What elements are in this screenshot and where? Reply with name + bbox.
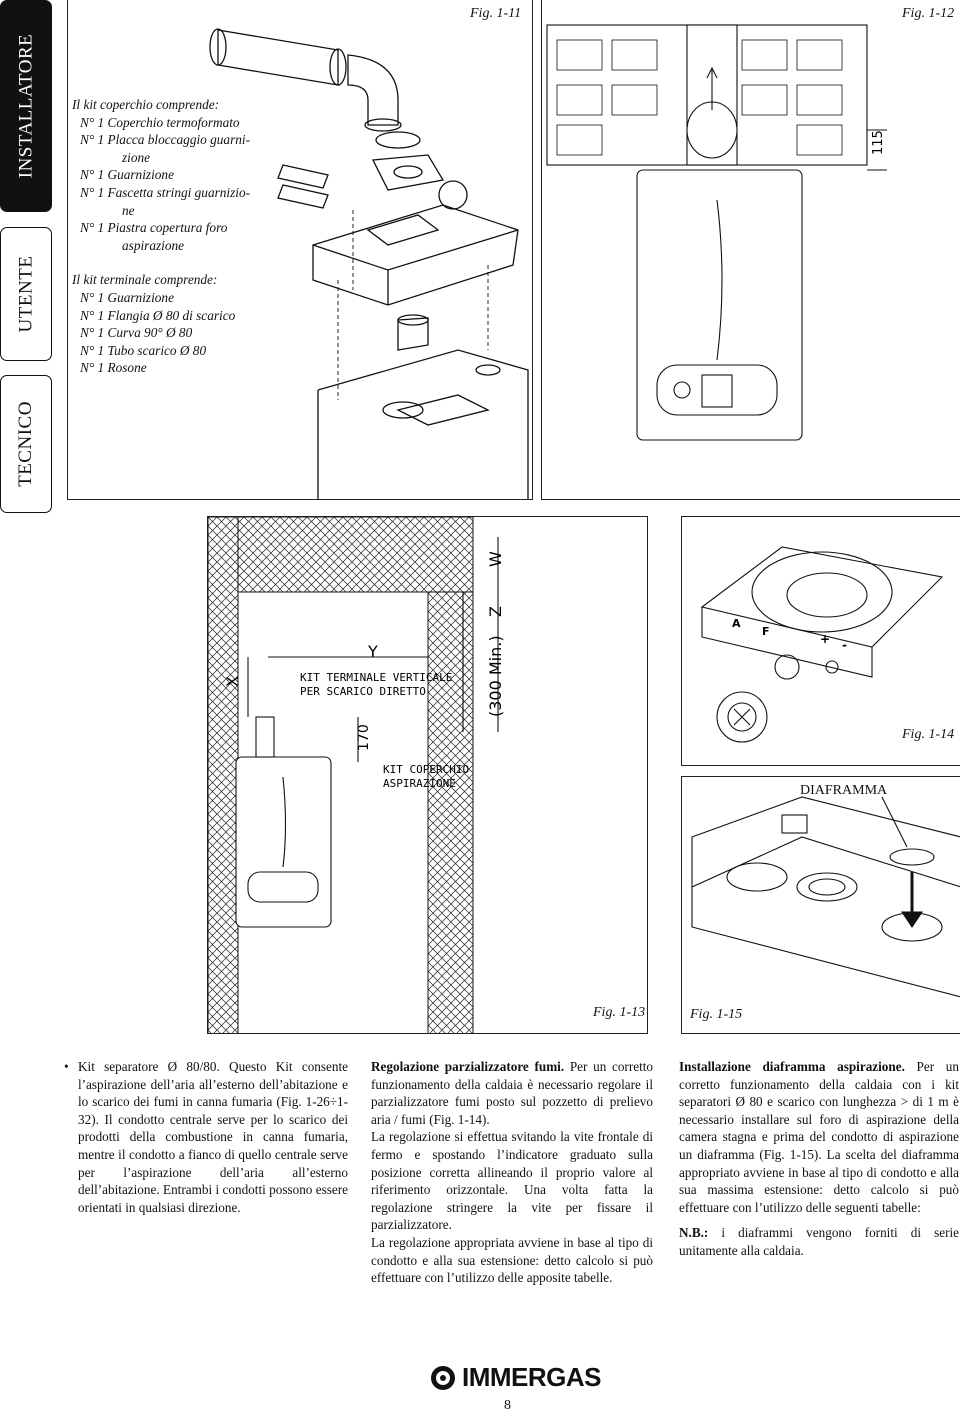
diaframma-text-1: Per un corretto funzionamento della cald… (679, 1059, 959, 1215)
kit-terminale-item: N° 1 Rosone (80, 360, 147, 376)
fig-1-11-caption: Fig. 1-11 (470, 6, 522, 21)
nb-text: i diaframmi vengono forniti di serie uni… (679, 1225, 959, 1258)
fig-1-15-caption: Fig. 1-15 (690, 1007, 743, 1022)
kit-coperchio-item: N° 1 Fascetta stringi guarnizio- (80, 184, 251, 200)
fig-1-13-z: Z (486, 606, 505, 617)
kit-coperchio-item: N° 1 Placca bloccaggio guarni- (80, 132, 251, 148)
regolazione-paragraph-1: Regolazione parzializzatore fumi. Per un… (371, 1058, 653, 1128)
fig-1-14-label-f: F (762, 625, 770, 638)
fig-1-11-drawing (209, 28, 529, 499)
column-regolazione: Regolazione parzializzatore fumi. Per un… (371, 1058, 653, 1287)
figure-1-11 (67, 0, 533, 500)
kit-coperchio-item: N° 1 Piastra copertura foro (80, 220, 228, 236)
fig-1-12-caption: Fig. 1-12 (902, 6, 955, 21)
fig-1-14-label-a: A (732, 617, 741, 630)
fig-1-13-kit-coperchio-1: KIT COPERCHIO (383, 763, 469, 776)
tab-tecnico[interactable]: TECNICO (0, 375, 52, 513)
immergas-logo: IMMERGAS (430, 1362, 602, 1393)
fig-1-14-caption: Fig. 1-14 (902, 727, 955, 742)
kit-coperchio-title: Il kit coperchio comprende: (72, 97, 220, 112)
page-number: 8 (504, 1398, 511, 1413)
kit-coperchio-item: zione (122, 149, 151, 165)
fig-1-14-label-minus: - (842, 638, 847, 652)
figure-1-12: 115 Fig. 1-12 (541, 0, 960, 500)
figure-1-15: DIAFRAMMA Fig. 1-15 (681, 776, 960, 1034)
regolazione-text-1: Per un corretto funzionamento della cald… (371, 1059, 653, 1127)
kit-contents-list: Il kit coperchio comprende: N° 1 Coperch… (72, 96, 282, 377)
fig-1-15-drawing (691, 796, 960, 998)
tab-utente[interactable]: UTENTE (0, 227, 52, 361)
fig-1-12-dimension: 115 (871, 130, 886, 155)
diaframma-nb: N.B.: i diaframmi vengono forniti di ser… (679, 1224, 959, 1259)
regolazione-paragraph-3: La regolazione appropriata avviene in ba… (371, 1234, 653, 1286)
tab-utente-label: UTENTE (15, 255, 36, 333)
figure-1-13: X Y W Z (300 Min.) 170 KIT TERMINALE VER… (207, 516, 648, 1034)
diaframma-paragraph-1: Installazione diaframma aspirazione. Per… (679, 1058, 959, 1216)
diaframma-title: Installazione diaframma aspirazione. (679, 1059, 905, 1074)
tab-installatore[interactable]: INSTALLATORE (0, 0, 52, 212)
kit-separatore-paragraph: Kit separatore Ø 80/80. Questo Kit conse… (64, 1058, 348, 1216)
fig-1-15-diaframma-label: DIAFRAMMA (800, 783, 888, 798)
column-kit-separatore: Kit separatore Ø 80/80. Questo Kit conse… (64, 1058, 348, 1216)
fig-1-13-min: (300 Min.) (486, 635, 505, 717)
kit-coperchio-item: aspirazione (122, 237, 185, 253)
immergas-logo-icon (431, 1365, 455, 1390)
kit-terminale-title: Il kit terminale comprende: (72, 272, 218, 288)
fig-1-13-kit-coperchio-2: ASPIRAZIONE (383, 777, 456, 790)
figure-1-14: A F + - Fig. 1-14 (681, 516, 960, 766)
fig-1-13-w: W (486, 551, 505, 567)
kit-coperchio-item: N° 1 Guarnizione (80, 167, 174, 183)
kit-terminale-item: N° 1 Guarnizione (80, 289, 174, 305)
column-diaframma: Installazione diaframma aspirazione. Per… (679, 1058, 959, 1260)
fig-1-13-170: 170 (356, 724, 372, 751)
kit-terminale-item: N° 1 Curva 90° Ø 80 (80, 325, 193, 341)
fig-1-13-drawing: X Y W Z (300 Min.) 170 KIT TERMINALE VER… (208, 517, 505, 1033)
fig-1-12-drawing: 115 (546, 24, 887, 441)
tab-tecnico-label: TECNICO (15, 401, 37, 487)
fig-1-13-kit-terminale-1: KIT TERMINALE VERTICALE (300, 671, 452, 684)
regolazione-title: Regolazione parzializzatore fumi. (371, 1059, 565, 1074)
fig-1-13-x: X (223, 676, 242, 687)
kit-coperchio-item: N° 1 Coperchio termoformato (80, 114, 240, 130)
fig-1-13-kit-terminale-2: PER SCARICO DIRETTO (300, 685, 426, 698)
fig-1-13-caption: Fig. 1-13 (593, 1005, 646, 1020)
regolazione-paragraph-2: La regolazione si effettua svitando la v… (371, 1129, 653, 1233)
kit-coperchio-item: ne (122, 202, 135, 218)
fig-1-13-y: Y (367, 642, 378, 661)
fig-1-14-drawing: A F + - (700, 546, 944, 743)
fig-1-14-label-plus: + (820, 632, 830, 646)
nb-label: N.B.: (679, 1225, 709, 1241)
kit-terminale-item: N° 1 Flangia Ø 80 di scarico (80, 307, 236, 323)
tab-installatore-label: INSTALLATORE (15, 33, 37, 179)
kit-terminale-item: N° 1 Tubo scarico Ø 80 (80, 342, 207, 358)
brand-name: IMMERGAS (462, 1362, 602, 1392)
